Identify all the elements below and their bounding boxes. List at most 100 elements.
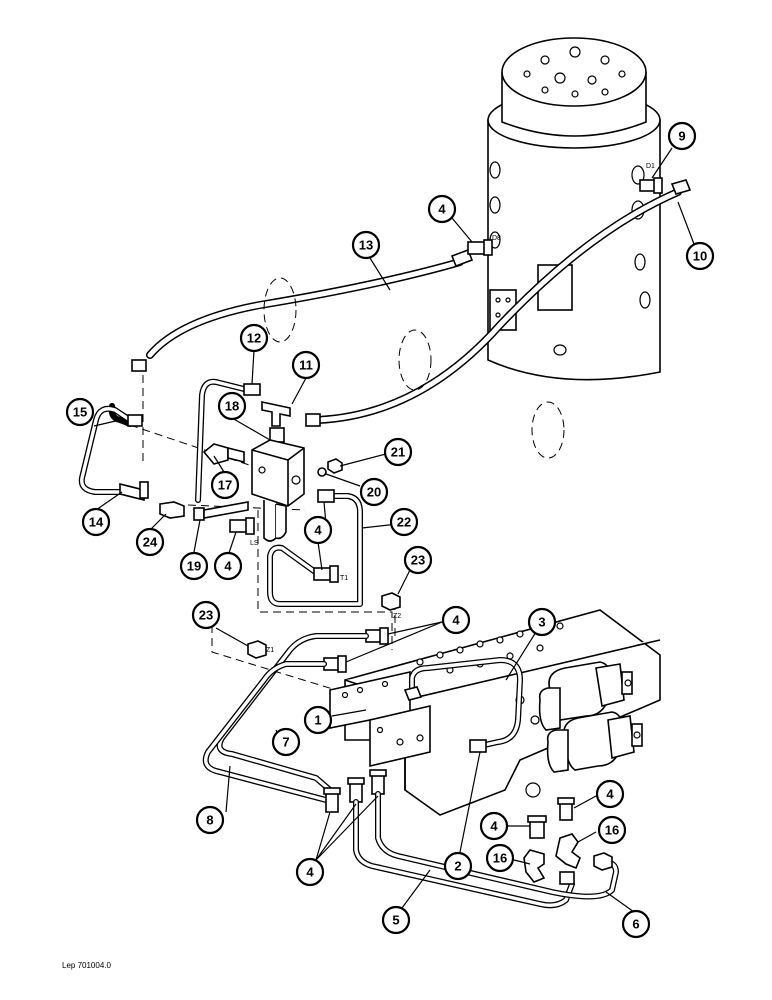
callout-8[interactable]: 8 <box>195 805 225 835</box>
callout-10-label: 10 <box>693 249 707 264</box>
fitting-4-ls <box>229 517 255 535</box>
callout-2[interactable]: 2 <box>443 851 473 881</box>
callout-4-bottom-label: 4 <box>490 819 498 834</box>
callout-23-z2-label: 23 <box>411 553 425 568</box>
callout-4-ls[interactable]: 4 <box>213 551 243 581</box>
callout-10[interactable]: 10 <box>685 241 715 271</box>
callout-2-label: 2 <box>454 859 461 874</box>
callout-4-right[interactable]: 4 <box>595 779 625 809</box>
callout-19[interactable]: 19 <box>179 551 209 581</box>
callout-16-left-label: 16 <box>493 851 507 866</box>
callout-7-label: 7 <box>282 735 289 750</box>
hose-10 <box>305 179 692 427</box>
tee-fitting-11 <box>261 401 291 427</box>
callout-3-label: 3 <box>538 615 545 630</box>
fitting-17 <box>202 443 245 465</box>
callout-22-label: 22 <box>397 515 411 530</box>
callout-21[interactable]: 21 <box>383 437 413 467</box>
callout-23-z1-label: 23 <box>199 608 213 623</box>
port-label-ls: LS <box>250 540 259 547</box>
pipe-6 <box>375 791 619 900</box>
callout-4-ls-label: 4 <box>224 559 232 574</box>
callout-14[interactable]: 14 <box>81 507 111 537</box>
callout-23-z1[interactable]: 23 <box>191 600 221 630</box>
callout-19-label: 19 <box>187 559 201 574</box>
fittings-4-upper-pair <box>323 627 389 673</box>
callout-4-bottom[interactable]: 4 <box>479 811 509 841</box>
fitting-9 <box>639 177 663 194</box>
callout-4-valve-label: 4 <box>452 613 460 628</box>
fitting-4-swivel <box>467 239 493 256</box>
callout-23-z2[interactable]: 23 <box>403 545 433 575</box>
control-valve-bank <box>329 609 661 816</box>
callout-9[interactable]: 9 <box>667 121 697 151</box>
cap-23-z2 <box>381 592 401 611</box>
port-label-d1: D1 <box>646 163 655 170</box>
callout-4-cluster-label: 4 <box>306 865 314 880</box>
callout-20[interactable]: 20 <box>359 477 389 507</box>
fitting-4-bottom <box>525 782 547 839</box>
callout-1-label: 1 <box>314 713 321 728</box>
callout-13-label: 13 <box>359 238 373 253</box>
fitting-4-right <box>557 797 575 821</box>
callout-5[interactable]: 5 <box>381 905 411 935</box>
pipe-12 <box>195 378 261 503</box>
callout-6-label: 6 <box>632 917 639 932</box>
callout-4-swivel-label: 4 <box>438 202 446 217</box>
valve-block-18 <box>251 427 305 542</box>
valve-spools <box>538 661 643 773</box>
port-label-t1: T1 <box>340 575 348 582</box>
callout-16-left[interactable]: 16 <box>485 843 515 873</box>
callout-4-block[interactable]: 4 <box>303 515 333 545</box>
callout-14-label: 14 <box>89 515 104 530</box>
callout-20-label: 20 <box>367 485 381 500</box>
pipe-8 <box>202 661 329 803</box>
document-reference: Lep 701004.0 <box>62 961 111 970</box>
callout-1[interactable]: 1 <box>303 705 333 735</box>
callout-16-right-label: 16 <box>605 823 619 838</box>
callout-6[interactable]: 6 <box>621 909 651 939</box>
callout-4-block-label: 4 <box>314 523 322 538</box>
nut-21 <box>327 458 343 474</box>
callout-15[interactable]: 15 <box>65 397 95 427</box>
cap-23-z1 <box>247 640 267 659</box>
callout-24-label: 24 <box>143 535 158 550</box>
callout-13[interactable]: 13 <box>351 230 381 260</box>
fittings-4-lower-cluster <box>323 769 387 813</box>
swivel-top-holes <box>523 46 626 98</box>
washer-20 <box>317 467 327 477</box>
swivel-joint <box>487 37 661 381</box>
hose-13 <box>131 248 474 372</box>
bolt-19 <box>193 501 249 521</box>
callout-9-label: 9 <box>678 129 685 144</box>
callout-11-label: 11 <box>299 358 313 373</box>
callout-12-label: 12 <box>247 331 261 346</box>
callout-18-label: 18 <box>225 399 239 414</box>
callout-4-swivel[interactable]: 4 <box>427 194 457 224</box>
callout-4-cluster[interactable]: 4 <box>295 857 325 887</box>
leader-lines <box>93 147 695 913</box>
callout-3[interactable]: 3 <box>527 607 557 637</box>
elbow-16-right <box>555 833 581 870</box>
port-label-z2: Z2 <box>393 613 401 620</box>
callout-16-right[interactable]: 16 <box>597 815 627 845</box>
callout-11[interactable]: 11 <box>291 350 321 380</box>
tee-fitting-14 <box>119 481 149 502</box>
callout-8-label: 8 <box>206 813 213 828</box>
callout-17[interactable]: 17 <box>210 470 240 500</box>
callout-4-right-label: 4 <box>606 787 614 802</box>
pipe-22 <box>267 489 363 607</box>
callout-12[interactable]: 12 <box>239 323 269 353</box>
port-label-d8: D8 <box>492 235 501 242</box>
port-label-z1: Z1 <box>266 647 274 654</box>
callout-7[interactable]: 7 <box>271 727 301 757</box>
elbow-16-left <box>523 849 546 883</box>
callout-24[interactable]: 24 <box>135 527 165 557</box>
callout-17-label: 17 <box>218 478 232 493</box>
callout-22[interactable]: 22 <box>389 507 419 537</box>
callout-5-label: 5 <box>392 913 399 928</box>
callout-18[interactable]: 18 <box>217 391 247 421</box>
callout-4-valve[interactable]: 4 <box>441 605 471 635</box>
pipe-5 <box>353 799 575 909</box>
